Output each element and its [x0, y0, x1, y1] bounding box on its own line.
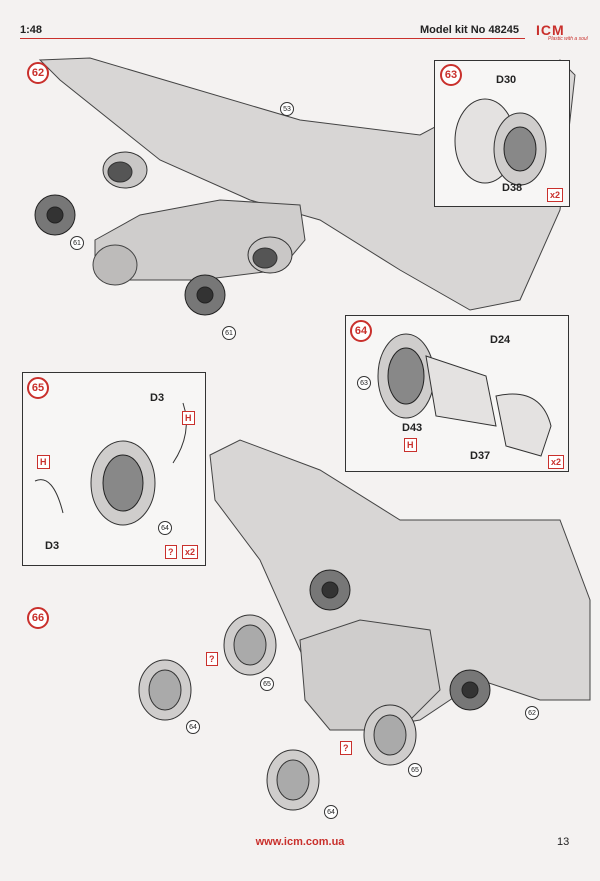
scale-label: 1:48 — [20, 24, 43, 36]
decal-h-64: H — [404, 438, 417, 452]
label-d3-top: D3 — [150, 392, 165, 404]
header-rule — [20, 38, 525, 39]
step-64-panel — [345, 315, 569, 472]
radial-engine-62b — [184, 274, 226, 316]
icm-logo: ICM Plastic with a soul — [536, 22, 588, 42]
step-62-badge: 62 — [27, 62, 49, 84]
aircraft-wing-bottom — [209, 439, 591, 731]
step-64-badge: 64 — [350, 320, 372, 342]
cowl-wiring-drawing — [34, 402, 187, 526]
part-65-b: 65 — [408, 763, 422, 777]
step-63-badge: 63 — [440, 64, 462, 86]
label-d43: D43 — [402, 422, 423, 434]
unknown-part-badge-66b: ? — [340, 741, 352, 755]
radial-engine-62a — [34, 194, 76, 236]
radial-engine-66 — [309, 569, 491, 711]
step-63-panel — [434, 60, 570, 207]
decal-h-65-left: H — [37, 455, 50, 469]
part-64-b: 64 — [324, 805, 338, 819]
page-header: 1:48 Model kit No 48245 — [0, 0, 600, 40]
unknown-part-badge-65: ? — [165, 545, 177, 559]
label-d24: D24 — [490, 334, 511, 346]
label-d38: D38 — [502, 182, 523, 194]
x2-badge-64: x2 — [548, 455, 565, 469]
page-number: 13 — [557, 836, 570, 848]
engine-cowling-66 — [138, 614, 417, 811]
nacelle-assembly-drawing — [377, 333, 552, 457]
engine-nacelle-62a — [102, 151, 148, 189]
part-64-a: 64 — [186, 720, 200, 734]
x2-badge-65: x2 — [182, 545, 199, 559]
unknown-part-badge-66a: ? — [206, 652, 218, 666]
label-d3-bottom: D3 — [45, 540, 60, 552]
part-61-b: 61 — [222, 326, 236, 340]
step-65-panel — [22, 372, 206, 566]
part-62: 62 — [525, 706, 539, 720]
kit-number: Model kit No 48245 — [420, 24, 520, 36]
part-53: 53 — [280, 102, 294, 116]
part-64-in-65: 64 — [158, 521, 172, 535]
x2-badge-63: x2 — [547, 188, 564, 202]
label-d30: D30 — [496, 74, 517, 86]
nacelle-ring-drawing — [454, 98, 547, 186]
label-d37: D37 — [470, 450, 491, 462]
part-65-a: 65 — [260, 677, 274, 691]
engine-nacelle-62b — [247, 236, 293, 274]
part-61-a: 61 — [70, 236, 84, 250]
website-url[interactable]: www.icm.com.ua — [255, 836, 345, 848]
decal-h-65-right: H — [182, 411, 195, 425]
part-63: 63 — [357, 376, 371, 390]
step-65-badge: 65 — [27, 377, 49, 399]
step-66-badge: 66 — [27, 607, 49, 629]
